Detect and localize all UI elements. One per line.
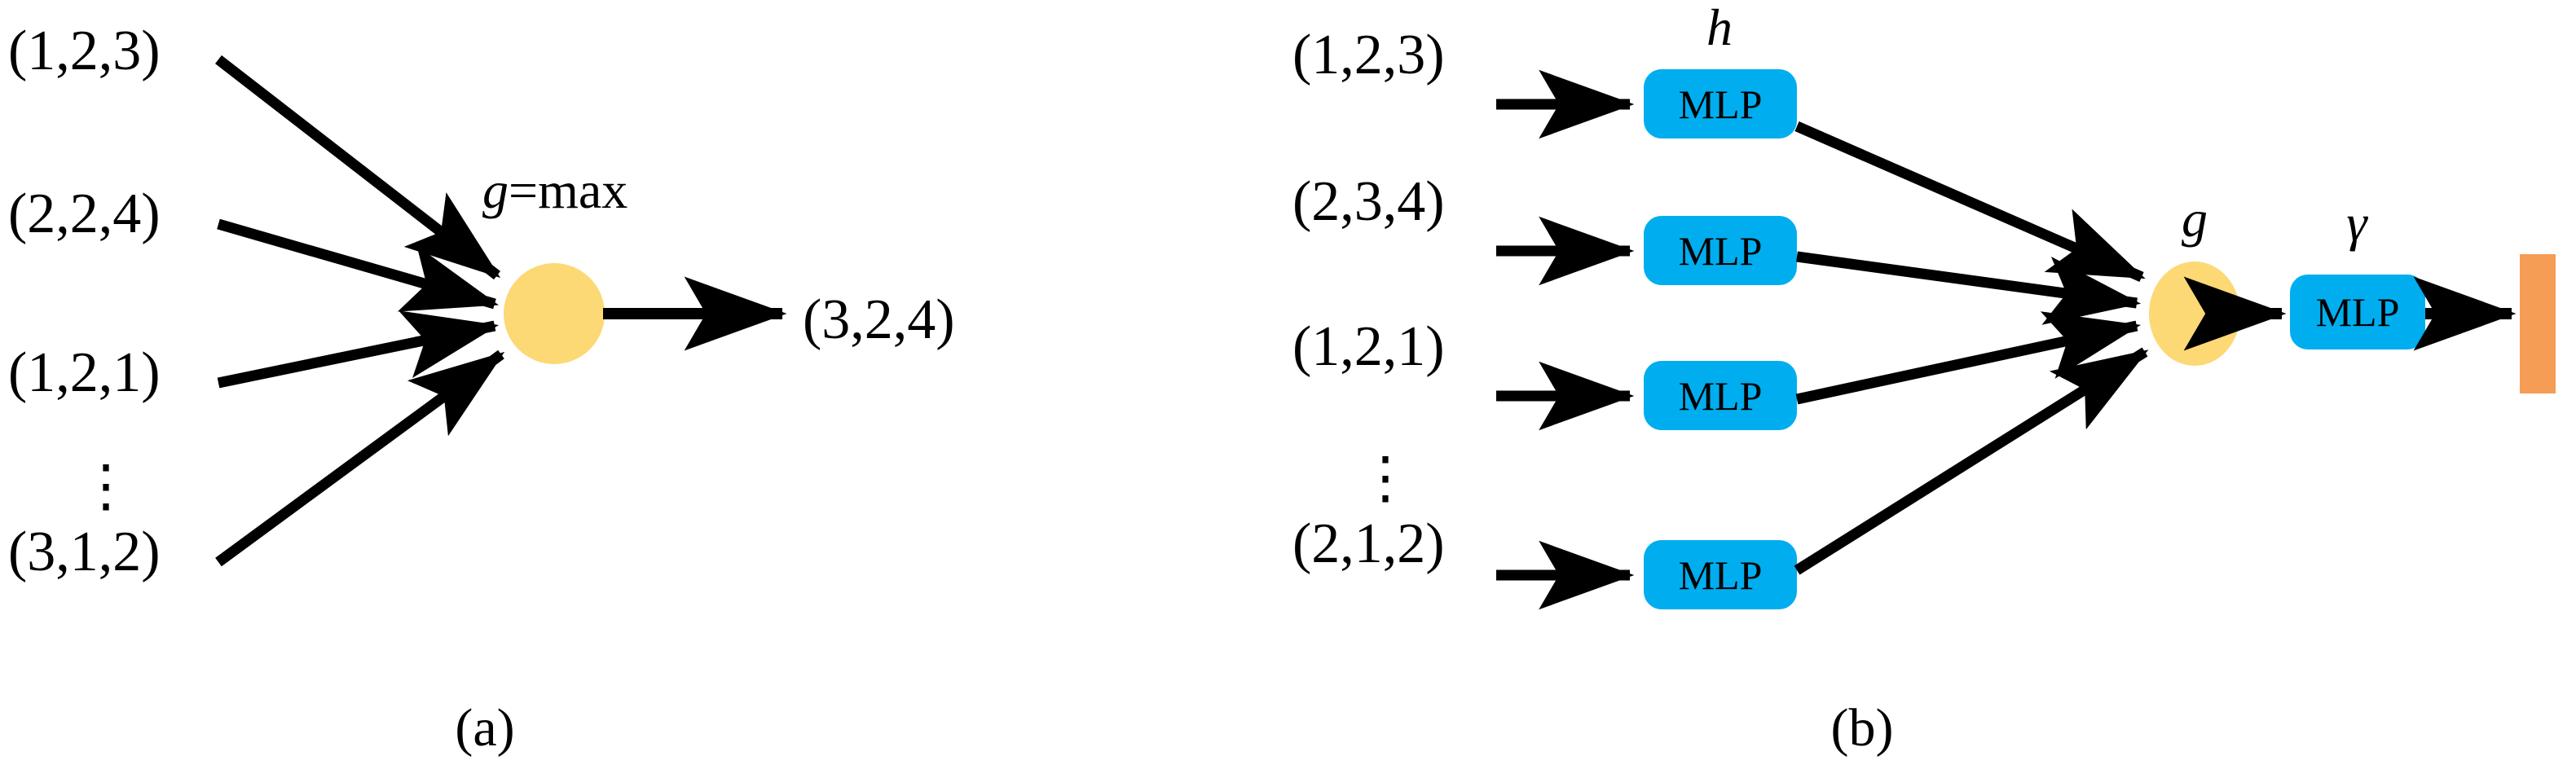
panel-b: (1,2,3) (2,3,4) (1,2,1) ⋮ (2,1,2) h MLP … [1292,0,2556,758]
mlp-box-gamma[interactable]: MLP [2290,275,2425,349]
panel-caption-a: (a) [455,698,514,758]
edge-b-agg-3 [1795,311,2142,405]
shared-mlp-label-h: h [1706,0,1733,56]
input-tuple-a-1: (1,2,3) [8,20,161,82]
edge-b-agg-2 [1796,251,2142,325]
aggregator-a-node [504,263,605,364]
mlp-box-3-rect[interactable] [1644,361,1797,430]
mlp-box-3-label: MLP [1679,373,1763,419]
edge-a-4 [215,349,505,567]
mlp-box-2-label: MLP [1679,228,1763,274]
aggregator-b-label-g: g [2182,190,2208,248]
mlp-box-gamma-label: MLP [2316,289,2400,335]
mlp-box-1-rect[interactable] [1644,69,1797,138]
output-tuple-a: (3,2,4) [803,288,955,351]
vertical-ellipsis-b: ⋮ [1357,447,1414,510]
edge-b-agg-4 [1794,347,2149,575]
aggregator-a-label-group: g=max [482,161,627,219]
aggregator-a-label-roman: =max [509,161,627,219]
aggregator-b-node [2149,262,2240,366]
input-tuple-a-4: (3,1,2) [8,521,161,583]
input-tuple-a-2: (2,2,4) [8,182,161,245]
mlp-box-3[interactable]: MLP [1644,361,1797,430]
mlp-box-4-label: MLP [1679,552,1763,598]
mlp-box-4[interactable]: MLP [1644,540,1797,609]
output-feature-bar [2520,254,2556,393]
input-tuple-b-4: (2,1,2) [1292,512,1445,575]
mlp-box-2-rect[interactable] [1644,216,1797,285]
mlp-box-2[interactable]: MLP [1644,216,1797,285]
edge-a-1 [215,55,501,280]
input-tuple-b-3: (1,2,1) [1292,315,1445,378]
input-tuple-a-3: (1,2,1) [8,341,161,404]
panel-a: (1,2,3) (2,2,4) (1,2,1) ⋮ (3,1,2) g=max … [8,20,955,758]
mlp-box-4-rect[interactable] [1644,540,1797,609]
edge-a-3 [217,310,500,389]
input-tuple-b-1: (1,2,3) [1292,24,1445,86]
input-tuple-b-2: (2,3,4) [1292,170,1445,233]
vertical-ellipsis-a: ⋮ [77,455,134,518]
mlp-box-1-label: MLP [1679,81,1763,127]
edge-b-agg-1 [1794,121,2146,282]
mlp-box-1[interactable]: MLP [1644,69,1797,138]
mlp-box-gamma-rect[interactable] [2290,275,2425,349]
output-mlp-label-gamma: γ [2346,194,2368,252]
aggregator-a-label-italic: g [482,161,509,219]
edge-a-2 [217,218,499,312]
panel-caption-b: (b) [1831,698,1894,758]
